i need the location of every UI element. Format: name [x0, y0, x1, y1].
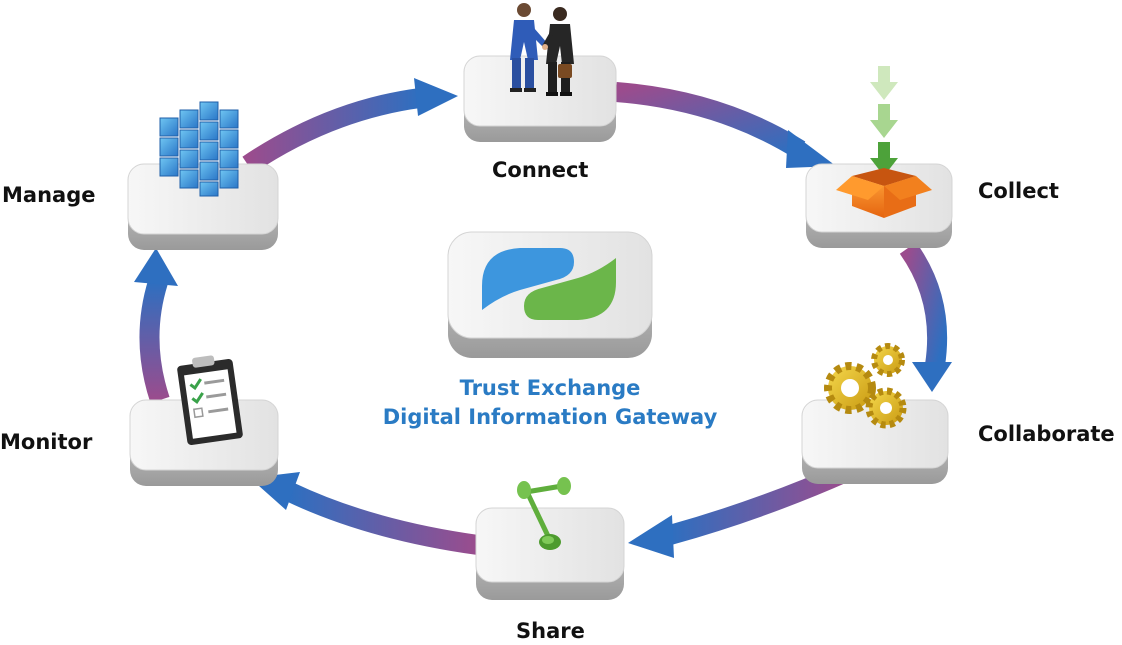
stage-label-manage: Manage [2, 183, 96, 207]
arrow-manage-to-connect [242, 78, 458, 174]
tile-collaborate [801, 399, 949, 484]
trust-exchange-logo-icon [482, 248, 616, 320]
stage-label-monitor: Monitor [0, 430, 93, 454]
center-title-line1: Trust Exchange [459, 376, 641, 400]
handshake-icon [510, 3, 574, 96]
arrow-collect-to-collaborate [899, 242, 952, 392]
share-node-icon [517, 477, 571, 550]
stage-label-collaborate: Collaborate [978, 422, 1115, 446]
gears-icon [824, 343, 907, 429]
arrow-connect-to-collect [615, 82, 836, 168]
tile-manage [127, 163, 279, 250]
center-title-line2: Digital Information Gateway [382, 405, 718, 429]
inbox-download-icon [836, 66, 932, 218]
clipboard-checklist-icon [177, 355, 243, 445]
stage-label-connect: Connect [492, 158, 589, 182]
arrow-collaborate-to-share [628, 462, 851, 558]
arrow-monitor-to-manage [134, 248, 178, 404]
tile-connect [463, 55, 617, 142]
stage-label-share: Share [516, 619, 585, 643]
cube-grid-icon [159, 101, 239, 197]
stage-label-collect: Collect [978, 179, 1059, 203]
arrow-share-to-monitor [250, 472, 480, 555]
tile-share [475, 507, 625, 600]
